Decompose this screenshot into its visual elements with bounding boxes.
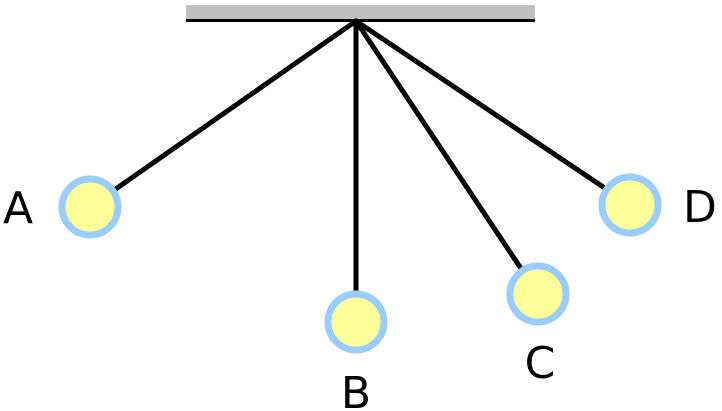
label-c: C: [525, 338, 556, 389]
bob-d: [598, 173, 662, 237]
string-d: [353, 18, 633, 208]
bob-c: [506, 262, 570, 326]
ceiling-bar: [186, 5, 535, 20]
string-c: [353, 18, 541, 297]
bob-a: [58, 175, 122, 239]
label-a: A: [3, 183, 33, 234]
label-b: B: [341, 368, 371, 411]
string-a: [87, 18, 359, 210]
label-d: D: [683, 182, 717, 233]
bob-b: [324, 290, 388, 354]
